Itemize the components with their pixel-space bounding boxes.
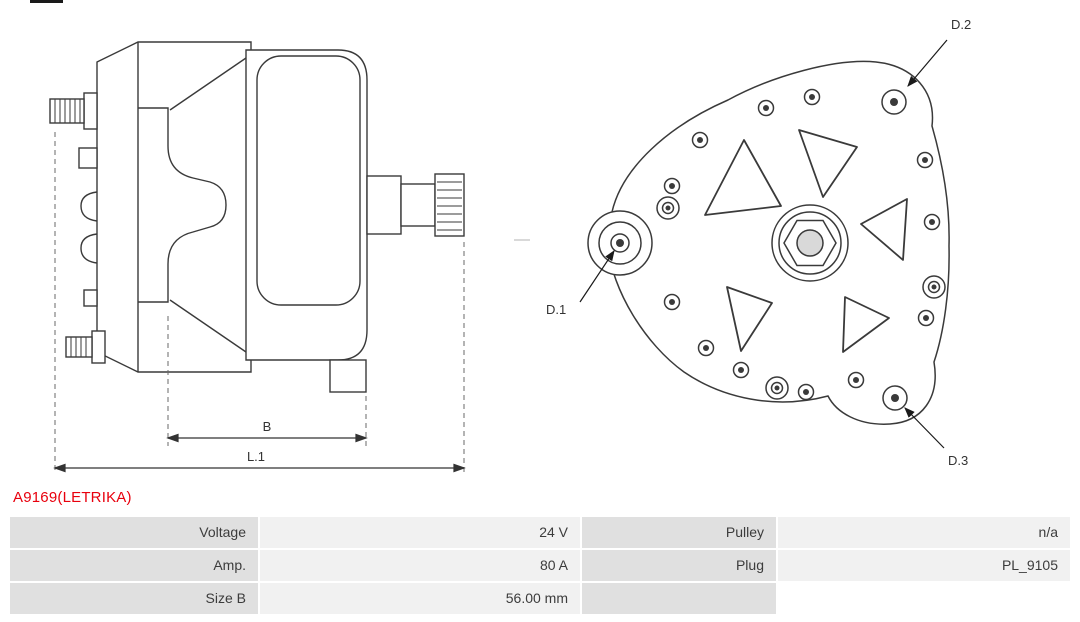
- dim-d2-label: D.2: [951, 17, 971, 32]
- spec-value-amp: 80 A: [260, 550, 580, 581]
- leader-arrows: [579, 39, 948, 449]
- spec-table: Voltage 24 V Pulley n/a Amp. 80 A Plug P…: [10, 517, 1070, 614]
- spec-label-amp: Amp.: [10, 550, 258, 581]
- spec-label-plug: Plug: [582, 550, 776, 581]
- spec-value-size-b: 56.00 mm: [260, 583, 580, 614]
- alternator-rear-view-drawing: D.2 D.1 D.3: [546, 17, 971, 468]
- screw-bosses: [656, 196, 946, 400]
- part-number: A9169(LETRIKA): [13, 489, 132, 506]
- dim-d3-label: D.3: [948, 453, 968, 468]
- vent-slots: [704, 129, 908, 353]
- spec-label-pulley: Pulley: [582, 517, 776, 548]
- spec-value-plug: PL_9105: [778, 550, 1070, 581]
- spec-label-empty: [582, 583, 776, 614]
- spec-label-voltage: Voltage: [10, 517, 258, 548]
- spec-value-pulley: n/a: [778, 517, 1070, 548]
- dimension-arrows: [53, 433, 466, 473]
- watermark-dash: [514, 239, 530, 241]
- rear-view-body: [587, 60, 950, 425]
- dim-l1-label: L.1: [247, 449, 265, 464]
- spec-label-size-b: Size B: [10, 583, 258, 614]
- side-view-body: [49, 41, 465, 393]
- dimension-extension-lines: [54, 132, 465, 472]
- dim-d1-label: D.1: [546, 302, 566, 317]
- shaft-nut: [771, 204, 849, 282]
- bolt-holes: [663, 88, 941, 401]
- alternator-side-view-drawing: B L.1: [49, 41, 466, 473]
- dim-b-label: B: [263, 419, 272, 434]
- spec-value-voltage: 24 V: [260, 517, 580, 548]
- top-left-artifact: [30, 0, 63, 3]
- spec-value-empty: [778, 583, 1070, 614]
